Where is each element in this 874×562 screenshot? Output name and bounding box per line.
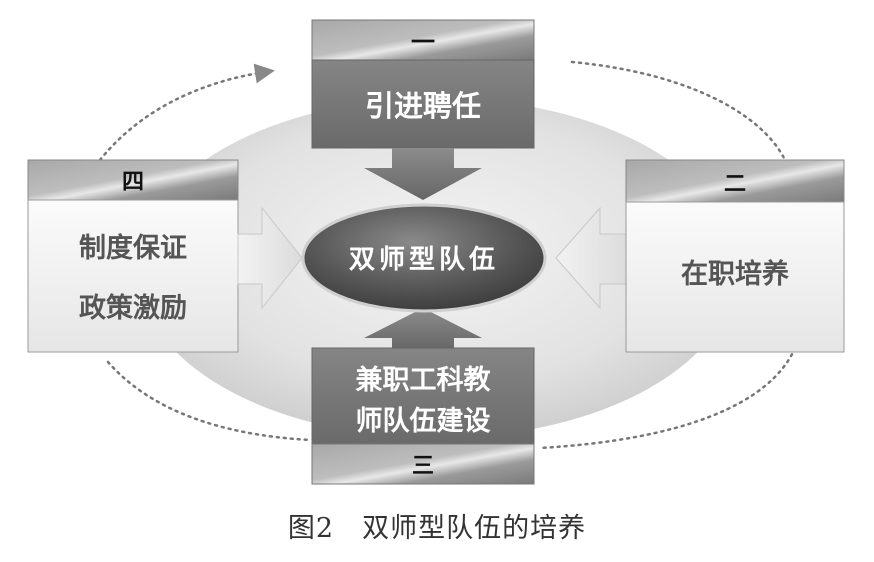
box-top-body <box>311 59 535 149</box>
box-right: 二 在职培养 <box>555 159 845 353</box>
box-top: 一 引进聘任 <box>311 19 535 200</box>
box-top-number: 一 <box>411 28 435 56</box>
arrow-right-left <box>555 206 627 310</box>
arrow-bottom-up <box>364 308 482 350</box>
box-left: 四 制度保证 政策激励 <box>27 159 303 353</box>
box-right-text: 在职培养 <box>681 258 789 290</box>
box-bottom-body <box>311 347 535 445</box>
box-left-body <box>27 199 239 353</box>
box-left-header <box>27 159 239 201</box>
box-right-body <box>625 201 845 353</box>
box-left-text-line1: 制度保证 <box>79 232 187 264</box>
center-node: 双师型队伍 <box>301 203 547 313</box>
center-label: 双师型队伍 <box>349 245 499 275</box>
box-bottom: 兼职工科教 师队伍建设 三 <box>311 308 535 485</box>
box-bottom-text-line2: 师队伍建设 <box>356 406 491 437</box>
cycle-arc-top-left <box>98 63 275 162</box>
box-bottom-text-line1: 兼职工科教 <box>356 364 491 396</box>
box-bottom-number: 三 <box>412 454 434 479</box>
box-left-text-line2: 政策激励 <box>79 292 187 324</box>
box-right-number: 二 <box>724 172 746 197</box>
diagram: 一 引进聘任 兼职工科教 师队伍建设 三 四 制度保证 政策激励 二 在职培养 … <box>27 19 845 485</box>
arrow-top-down <box>364 148 482 200</box>
box-right-header <box>625 159 845 203</box>
box-top-text: 引进聘任 <box>365 89 481 123</box>
cycle-arc-bottom-right <box>538 346 797 450</box>
cycle-arc-top-right <box>570 60 787 162</box>
cycle-arc-bottom-left <box>106 360 312 442</box>
box-top-header <box>311 19 535 61</box>
box-bottom-header <box>311 443 535 485</box>
figure-caption: 图2 双师型队伍的培养 <box>287 513 587 544</box>
arrow-left-right <box>237 206 303 310</box>
box-left-number: 四 <box>122 170 144 195</box>
